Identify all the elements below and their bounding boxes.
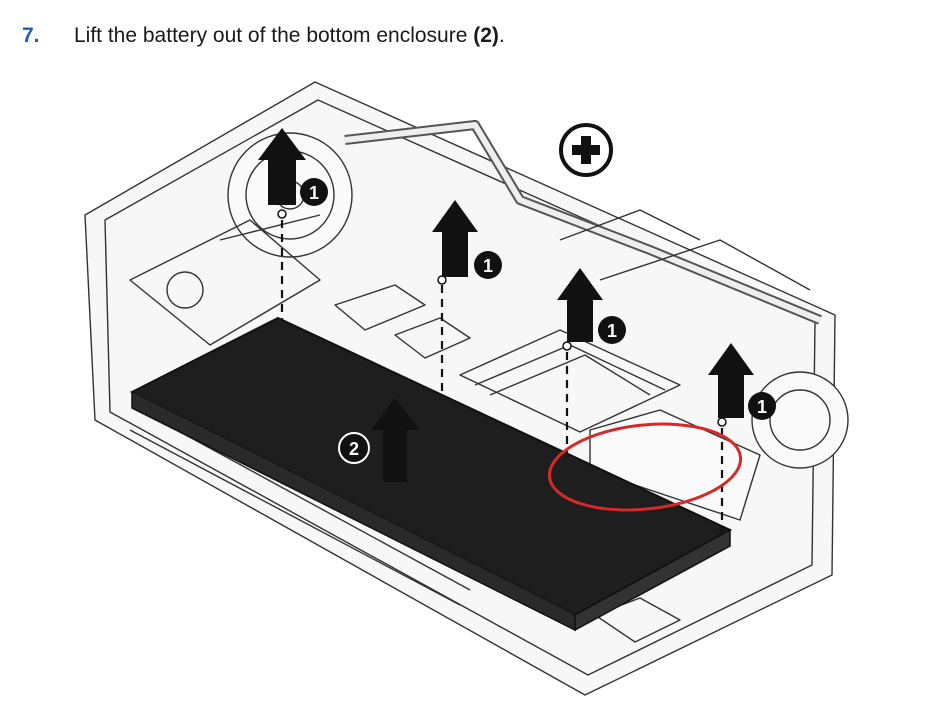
arrow-up-icon bbox=[258, 128, 306, 205]
step-callout: (2) bbox=[473, 24, 499, 47]
callout-1-label: 1 bbox=[757, 397, 767, 417]
step-text: Lift the battery out of the bottom enclo… bbox=[74, 24, 505, 48]
step-text-end: . bbox=[498, 24, 505, 47]
arrow-up-icon bbox=[557, 268, 603, 342]
screw-2 bbox=[437, 275, 447, 285]
step-text-main: Lift the battery out of the bottom enclo… bbox=[74, 24, 474, 47]
callout-1 bbox=[748, 392, 776, 420]
callout-1-label: 1 bbox=[309, 183, 319, 203]
screw-1 bbox=[277, 209, 287, 219]
hard-drive-bay bbox=[129, 219, 321, 346]
arrow-up-icon bbox=[432, 200, 478, 277]
callout-1-label: 1 bbox=[607, 321, 617, 341]
step-instruction: 7. Lift the battery out of the bottom en… bbox=[22, 24, 505, 48]
chassis-inner bbox=[104, 99, 816, 676]
callout-1-label: 1 bbox=[483, 256, 493, 276]
arrow-up-icon bbox=[371, 398, 420, 482]
fan-right bbox=[751, 371, 849, 469]
battery-removal-illustration: 1 1 1 1 2 bbox=[84, 81, 849, 696]
phillips-screw-icon bbox=[559, 123, 613, 177]
screw-3 bbox=[562, 341, 572, 351]
memory-bank bbox=[459, 329, 681, 433]
callout-2-label: 2 bbox=[349, 439, 359, 459]
callout-1 bbox=[300, 178, 328, 206]
wifi-card bbox=[334, 284, 426, 331]
arrow-up-icon bbox=[708, 343, 754, 418]
step-number: 7. bbox=[22, 24, 40, 47]
callout-1 bbox=[474, 251, 502, 279]
highlight-ellipse bbox=[547, 422, 743, 512]
callout-2 bbox=[338, 432, 370, 464]
screw-4 bbox=[717, 417, 727, 427]
callout-1 bbox=[598, 316, 626, 344]
cpu bbox=[394, 317, 471, 359]
